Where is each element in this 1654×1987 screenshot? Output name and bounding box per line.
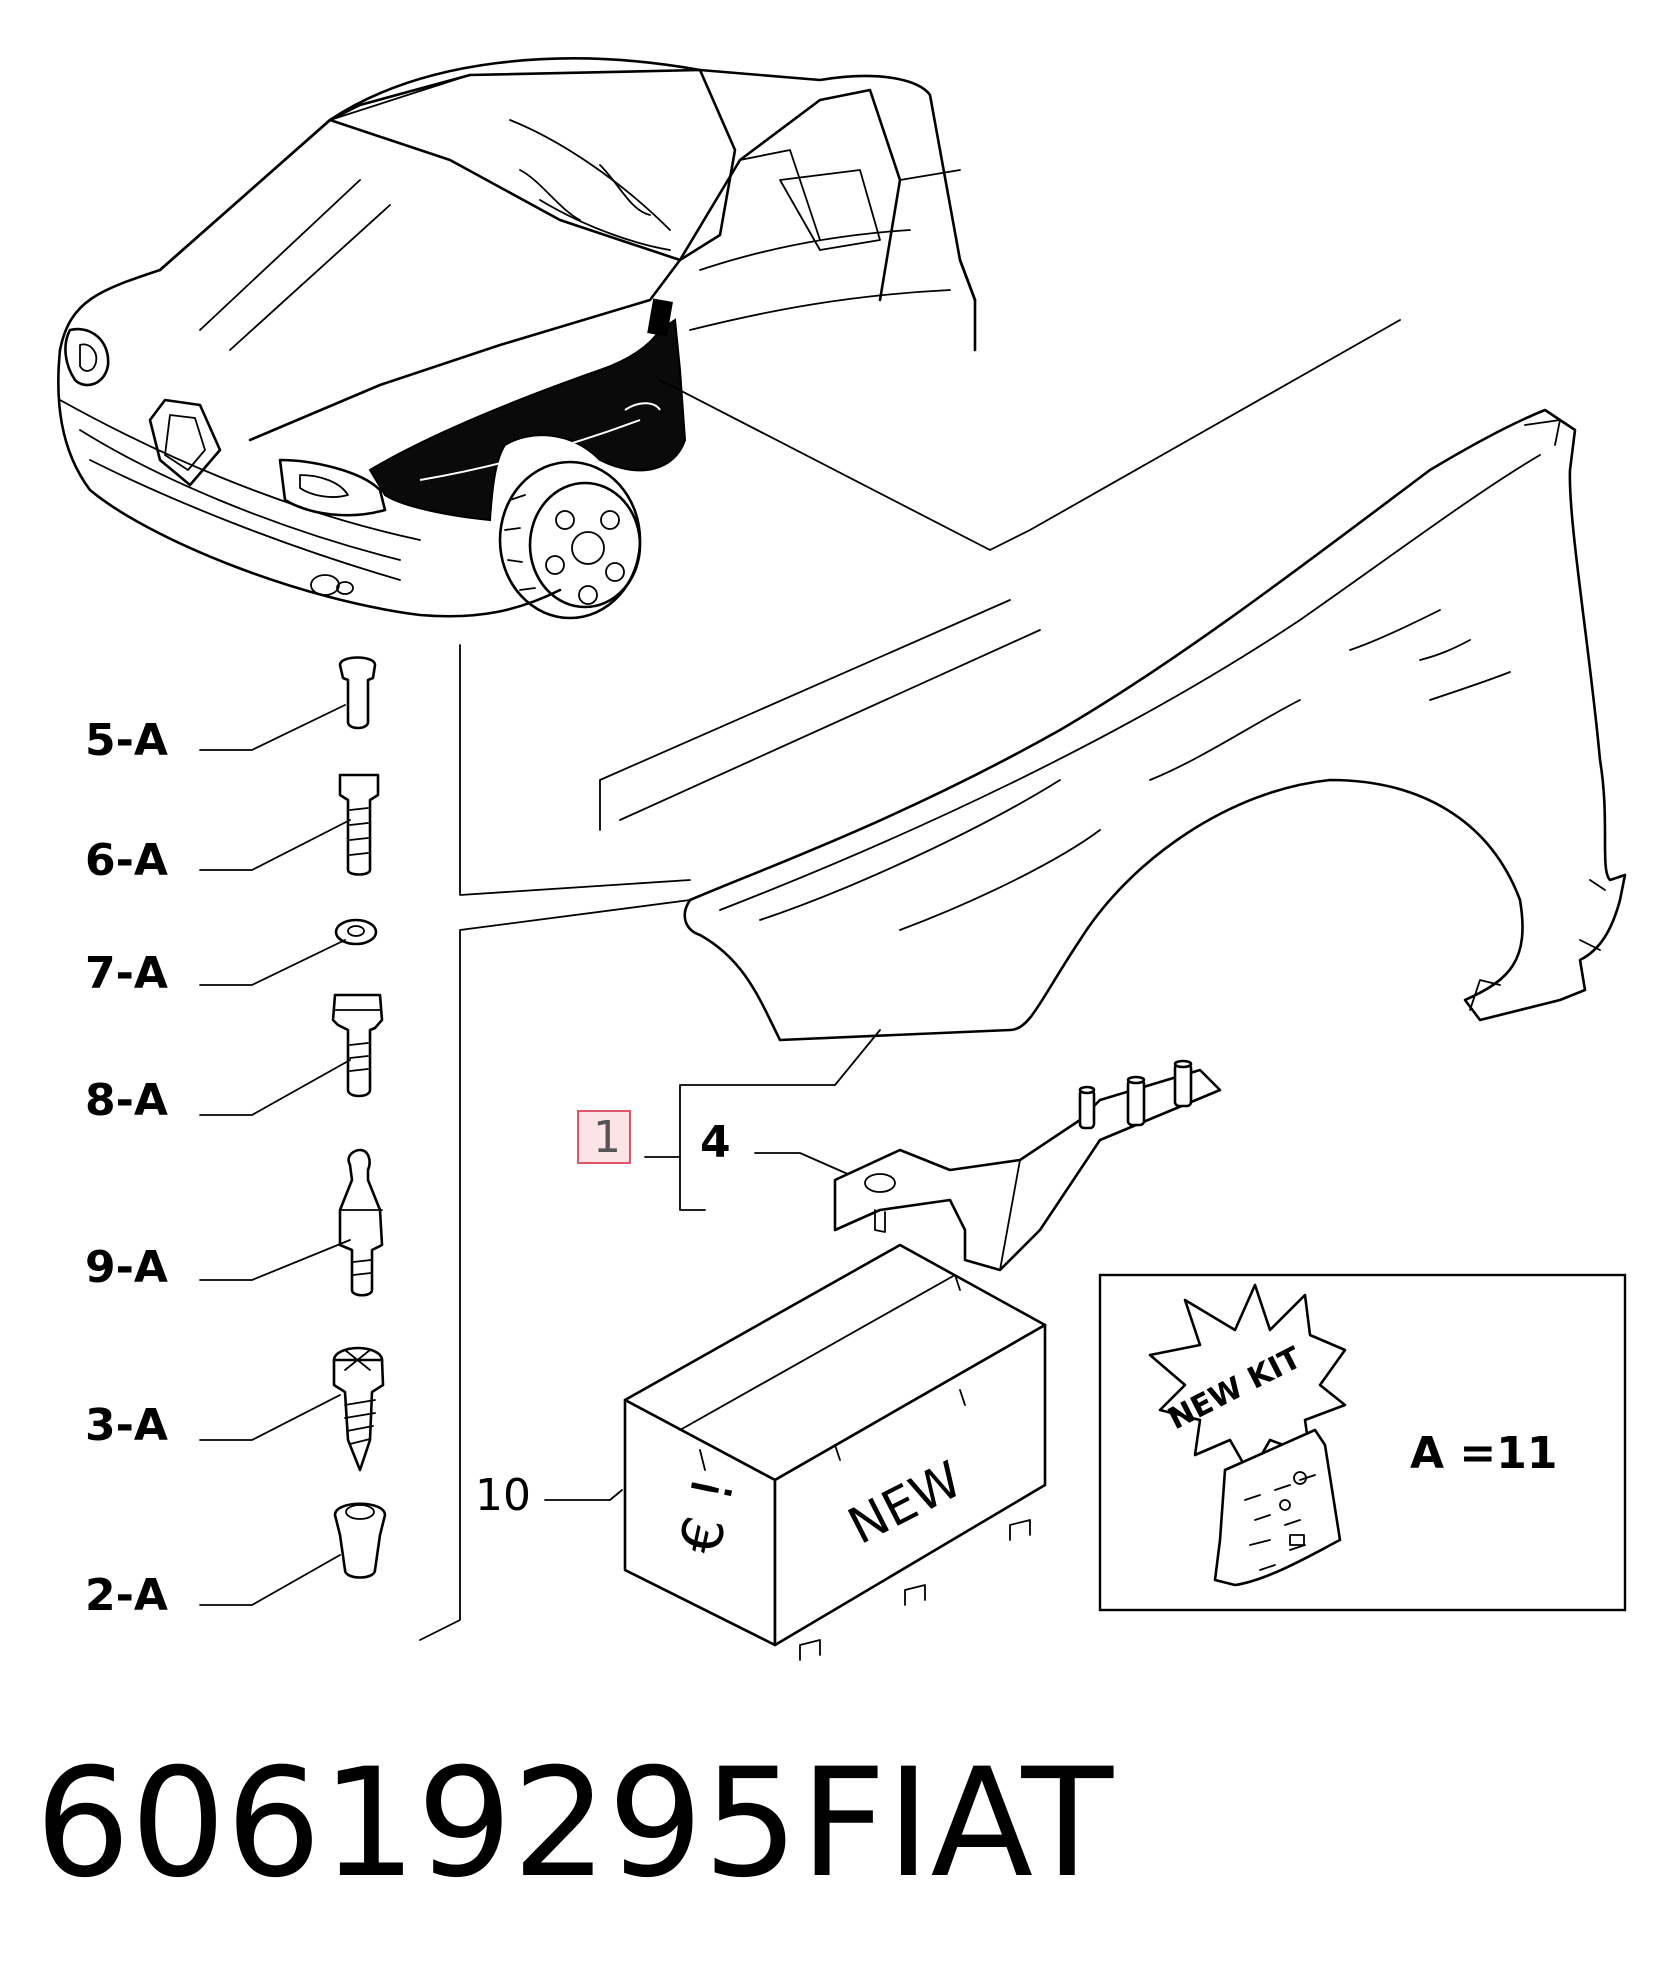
callout-1-highlight: [577, 1110, 631, 1164]
fastener-label-8a: 8-A: [85, 1075, 168, 1126]
new-kit-panel: NEW KIT A =11: [1098, 1273, 1627, 1612]
washer-icon: [334, 918, 378, 946]
fastener-6a: 6-A: [85, 773, 380, 886]
fastener-5a: 5-A: [85, 656, 377, 766]
fastener-label-9a: 9-A: [85, 1242, 168, 1293]
brand-name: FIAT: [800, 1737, 1114, 1911]
car-illustration: [57, 57, 977, 620]
fastener-label-6a: 6-A: [85, 835, 168, 886]
new-kit-starburst: [1148, 1283, 1347, 1477]
fastener-label-2a: 2-A: [85, 1570, 168, 1621]
callout-10-label: 10: [475, 1470, 531, 1521]
part-number: 60619295: [35, 1737, 798, 1911]
packaging-box-part-10: € ! NEW 10: [475, 1243, 1047, 1661]
plastic-nut-icon: [333, 1502, 387, 1579]
fastener-9a: 9-A: [85, 1148, 384, 1297]
fastener-2a: 2-A: [85, 1502, 387, 1621]
leader-line-frame: [419, 644, 691, 1641]
front-fender-part: [599, 408, 1627, 1042]
leader-line-car: [659, 319, 1401, 551]
callout-group-1: 1 4: [577, 1029, 881, 1211]
callout-1-label: 1: [593, 1112, 621, 1163]
ball-stud-icon: [338, 1148, 384, 1297]
fastener-label-5a: 5-A: [85, 715, 168, 766]
bracket-part-4: [833, 1059, 1222, 1272]
fastener-label-3a: 3-A: [85, 1400, 168, 1451]
fastener-label-7a: 7-A: [85, 948, 168, 999]
highlighted-fender: [368, 318, 687, 522]
fastener-7a: 7-A: [85, 918, 378, 999]
kit-formula: A =11: [1410, 1428, 1557, 1479]
fastener-3a: 3-A: [85, 1346, 385, 1472]
flange-bolt-icon: [331, 993, 384, 1098]
box-text-left: € !: [668, 1472, 747, 1560]
footer: 60619295 FIAT: [35, 1737, 1114, 1911]
callout-4-label: 4: [700, 1117, 731, 1168]
rivet-nut-icon: [338, 656, 377, 730]
fastener-8a: 8-A: [85, 993, 384, 1126]
kit-bag: [1213, 1428, 1342, 1587]
fastener-list: 5-A 6-A 7-A 8-A 9-A: [85, 656, 387, 1621]
